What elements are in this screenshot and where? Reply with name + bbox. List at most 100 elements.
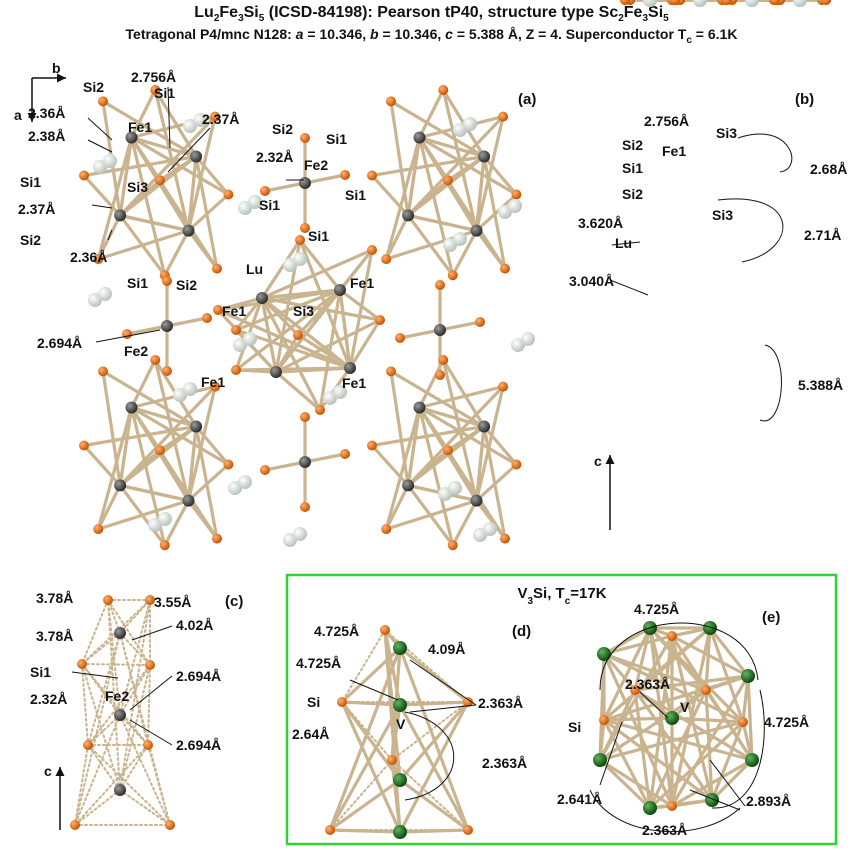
leader-line [349, 679, 399, 701]
atom-label-si2: Si2 [83, 79, 104, 95]
atom-label-fe1: Fe1 [342, 375, 366, 391]
figure-title: Lu2Fe3Si5 (ICSD-84198): Pearson tP40, st… [194, 4, 669, 25]
bond [417, 135, 455, 277]
atom-si [93, 524, 104, 535]
bond [598, 758, 674, 808]
axis-arrow-c-panel-b: c [594, 453, 615, 530]
bond [417, 385, 505, 410]
dist-label: 2.363Å [482, 755, 527, 771]
atom-si [447, 540, 458, 551]
atom-label-si1: Si1 [20, 174, 41, 190]
bond [129, 135, 162, 182]
leader-line-layer [71, 86, 793, 833]
atom-lu [333, 385, 347, 399]
atom-label-si1: Si1 [622, 160, 643, 176]
atom-lu [521, 332, 535, 346]
atom-si [667, 631, 677, 641]
leader-arc [404, 711, 455, 801]
dist-label: 4.725Å [296, 655, 341, 671]
leader-line [87, 139, 113, 153]
atom-v [393, 698, 407, 712]
bond [417, 405, 450, 452]
atom-lu [193, 113, 207, 127]
bond [446, 154, 486, 182]
bond [96, 499, 191, 531]
bond [107, 599, 121, 791]
atom-si [79, 440, 89, 451]
dist-label: 2.641Å [557, 791, 602, 807]
atom-fe [478, 420, 491, 433]
bond [298, 238, 342, 292]
atom-label-si1: Si1 [127, 275, 148, 291]
bond [708, 626, 750, 678]
atom-si [325, 825, 335, 835]
leader-line [609, 279, 649, 296]
bond [340, 700, 402, 834]
atom-si [387, 755, 397, 765]
atom-si [212, 263, 222, 274]
v3si-box-title: V3Si, Tc=17K [517, 585, 606, 607]
bond [118, 213, 191, 233]
dist-label: 3.78Å [36, 590, 73, 606]
atom-label-si: Si [568, 719, 581, 735]
bond-layer [74, 0, 828, 834]
bond [194, 424, 230, 467]
atom-si [155, 445, 165, 456]
bond [118, 178, 162, 217]
atom-fe [114, 627, 126, 639]
atom-v [705, 793, 719, 807]
bond [474, 114, 505, 233]
leader-arc [599, 622, 759, 691]
bond [163, 229, 191, 277]
bond [234, 288, 342, 372]
atom-si [150, 355, 161, 365]
axis-label-c-b: c [594, 453, 602, 469]
bond [119, 789, 171, 826]
bond [274, 318, 382, 374]
atom-si [98, 366, 108, 377]
bond [318, 288, 342, 412]
bond [338, 288, 382, 322]
atom-si [511, 459, 522, 470]
atom-lu [293, 527, 307, 541]
leader-line [409, 704, 477, 713]
atom-si [143, 740, 153, 750]
atom-lu [238, 475, 252, 489]
atom-si [162, 366, 172, 376]
atom-label-si3: Si3 [716, 125, 737, 141]
atom-label-si2: Si2 [176, 277, 197, 293]
leader-line [599, 721, 623, 786]
atom-fe [125, 131, 138, 144]
bond [82, 173, 122, 217]
bond [670, 634, 750, 678]
bond [186, 499, 219, 541]
atom-si [70, 820, 80, 830]
bond [602, 626, 652, 722]
bond [451, 499, 479, 547]
atom-si [386, 366, 396, 377]
atom-si [438, 355, 449, 365]
atom-lu [693, 0, 707, 7]
bond [118, 385, 217, 487]
bond [708, 626, 745, 724]
atom-si [380, 625, 390, 635]
leader-line [611, 241, 641, 246]
bond [119, 632, 151, 666]
bond [303, 173, 347, 185]
atom-lu [463, 117, 477, 131]
bond [81, 663, 149, 746]
atom-si [500, 263, 510, 274]
atom-si [475, 317, 485, 327]
bond [129, 405, 162, 452]
atom-label-si3: Si3 [712, 207, 733, 223]
bond [129, 385, 217, 410]
atom-label-v: V [680, 699, 690, 715]
atom-label-si1: Si1 [30, 664, 51, 680]
leader-line [689, 789, 741, 811]
bond [746, 674, 754, 762]
atom-v [597, 647, 611, 661]
bond [648, 634, 674, 810]
atom-si [738, 717, 748, 727]
atom-si [463, 697, 473, 707]
